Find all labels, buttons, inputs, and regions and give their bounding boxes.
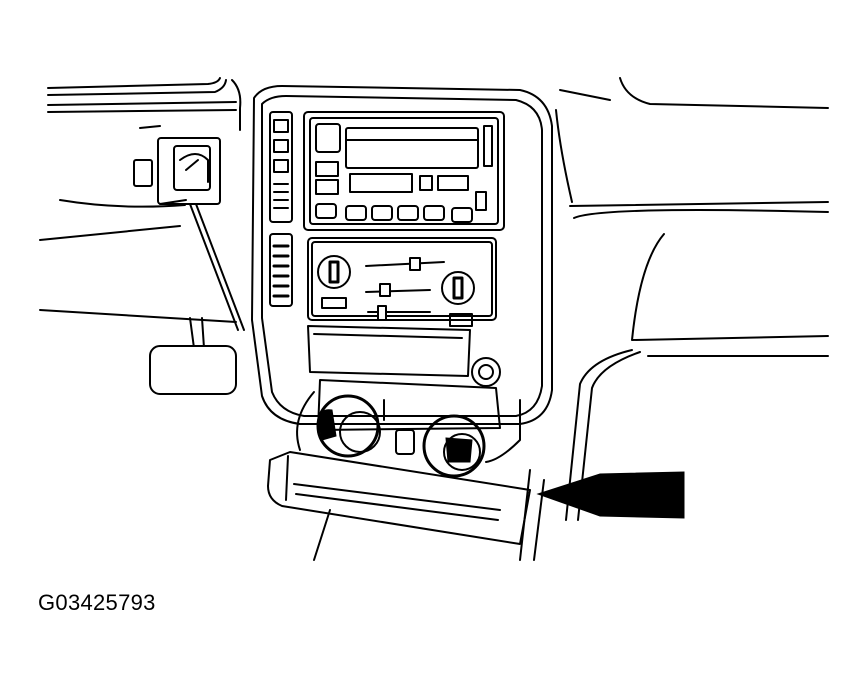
left-vent-strip — [269, 111, 293, 307]
right-dashboard-lines — [519, 109, 829, 561]
ashtray-drawer — [267, 451, 531, 561]
lower-console — [296, 379, 521, 478]
left-switch-panel — [133, 125, 245, 331]
figure-code: G03425793 — [38, 590, 156, 615]
dashboard-top-edges — [39, 77, 829, 323]
pointer-arrow — [536, 471, 685, 519]
radio-unit — [303, 111, 505, 231]
lower-left-box — [149, 317, 237, 395]
climate-control-panel — [307, 237, 497, 327]
storage-pocket — [307, 325, 501, 387]
center-stack-bezel — [251, 85, 553, 425]
